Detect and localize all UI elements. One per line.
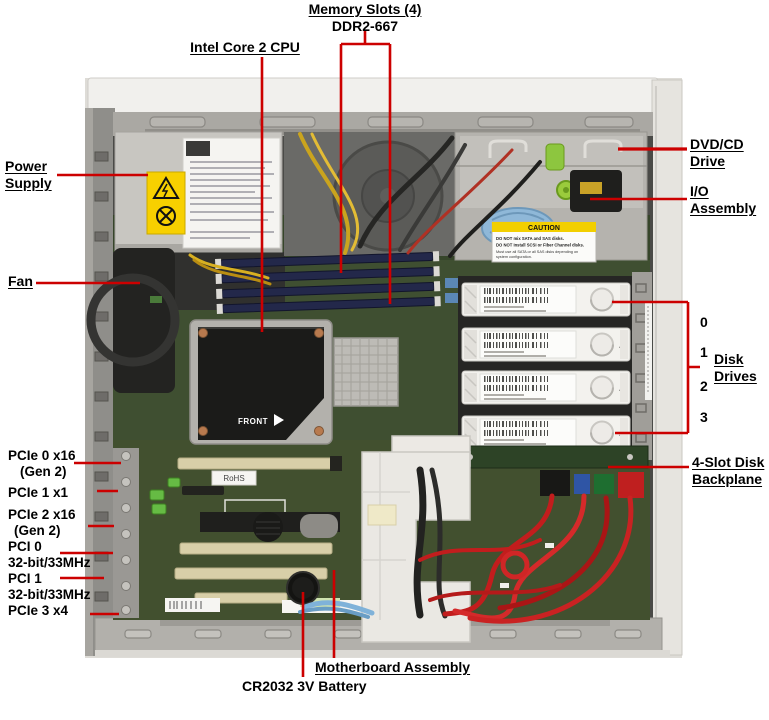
expansion-slot-area: RoHS — [113, 448, 370, 618]
memory-slots-title: Memory Slots (4) — [308, 1, 422, 17]
pcie0-x16-slot — [177, 457, 339, 470]
label-io-assembly: I/O Assembly — [690, 183, 757, 216]
label-fan: Fan — [8, 273, 33, 289]
memory-slots-pointer — [339, 31, 392, 304]
disk-tray-3 — [462, 416, 630, 449]
label-memory-slots: Memory Slots (4) DDR2-667 — [255, 1, 475, 35]
disk-drives-bracket — [612, 300, 700, 435]
cpu-heatsink: FRONT — [189, 319, 333, 445]
front-label: FRONT — [238, 417, 268, 426]
label-disk-drives: Disk Drives — [714, 351, 757, 384]
front-arrow-icon — [274, 414, 284, 426]
pcie1-x1-slot — [182, 486, 224, 495]
pci0-slot — [179, 542, 333, 555]
cpu-title: Intel Core 2 CPU — [190, 39, 300, 55]
cmos-battery — [286, 571, 320, 605]
memory-slots — [215, 251, 441, 314]
disk-tray-0 — [462, 283, 630, 316]
disk-drive-bays — [458, 272, 652, 460]
label-pci0: PCI 0 32-bit/33MHz — [8, 539, 91, 570]
label-pcie2: PCIe 2 x16 (Gen 2) — [8, 507, 76, 538]
disk-tray-1 — [462, 328, 630, 361]
caution-line2: DO NOT install SCSI or Fiber Channel dis… — [496, 243, 584, 248]
caution-line3a: Must use all SATA or all SAS disks depen… — [496, 250, 578, 254]
label-dvd-drive: DVD/CD Drive — [690, 136, 744, 169]
cables — [188, 132, 634, 624]
pci1-slot — [174, 567, 328, 580]
label-backplane: 4-Slot Disk Backplane — [692, 454, 765, 487]
rohs-label: RoHS — [211, 470, 257, 486]
caution-label: CAUTION DO NOT mix SATA and SAS disks. D… — [491, 221, 597, 263]
bay-number-0: 0 — [700, 314, 708, 330]
green-release-latch — [545, 143, 565, 171]
label-power-supply: Power Supply — [5, 158, 52, 191]
label-pci1: PCI 1 32-bit/33MHz — [8, 571, 91, 602]
disk-tray-2 — [462, 371, 630, 404]
label-motherboard: Motherboard Assembly — [315, 659, 471, 675]
label-pcie0: PCIe 0 x16 (Gen 2) — [8, 448, 76, 479]
speaker — [253, 512, 283, 542]
label-battery: CR2032 3V Battery — [242, 678, 367, 694]
chipset-heatsink — [333, 337, 399, 407]
label-cpu: Intel Core 2 CPU — [155, 39, 335, 56]
disk-backplane — [455, 445, 649, 498]
sata-cables — [418, 493, 634, 624]
caution-line1: DO NOT mix SATA and SAS disks. — [496, 236, 564, 241]
caution-title: CAUTION — [528, 225, 560, 232]
label-pcie3: PCIe 3 x4 — [8, 603, 69, 618]
svg-text:RoHS: RoHS — [223, 474, 244, 483]
bay-number-3: 3 — [700, 409, 708, 425]
callout-lines — [36, 31, 700, 677]
caution-line3b: system configuration. — [496, 255, 532, 259]
label-pcie1: PCIe 1 x1 — [8, 485, 69, 500]
psu-warning-sticker — [146, 171, 186, 235]
bay-number-1: 1 — [700, 344, 708, 360]
memory-slots-subtitle: DDR2-667 — [331, 18, 399, 34]
left-wall-vent-holes — [94, 151, 109, 602]
bay-number-2: 2 — [700, 378, 708, 394]
